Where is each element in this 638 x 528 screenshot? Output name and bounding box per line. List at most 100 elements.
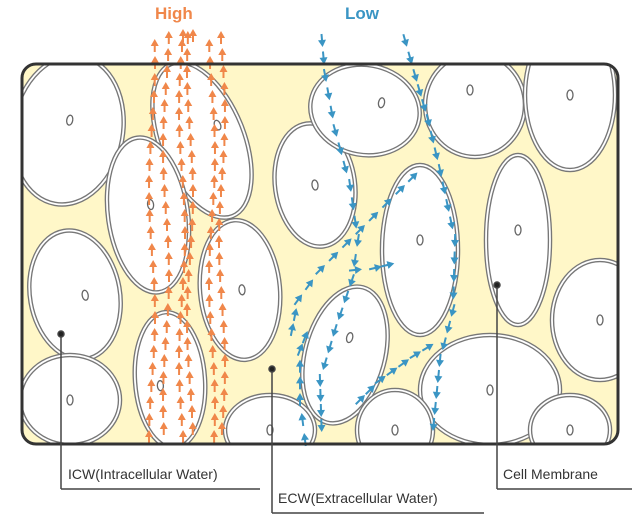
low-frequency-arrow	[331, 323, 339, 337]
high-frequency-arrow	[175, 328, 184, 341]
high-frequency-arrow	[177, 294, 186, 307]
high-frequency-arrow	[150, 328, 159, 341]
high-frequency-arrow	[208, 345, 217, 358]
cell	[522, 64, 618, 173]
low-frequency-arrow	[315, 265, 325, 275]
high-frequency-arrow	[188, 201, 197, 214]
high-frequency-arrow	[147, 243, 156, 256]
high-frequency-arrow	[145, 430, 154, 443]
low-frequency-arrow	[348, 273, 356, 287]
low-frequency-arrow	[331, 123, 339, 137]
high-frequency-arrow	[145, 175, 154, 188]
high-frequency-arrow	[176, 311, 185, 324]
high-frequency-arrow	[188, 422, 197, 435]
low-frequency-arrow	[296, 359, 304, 373]
high-frequency-arrow	[188, 167, 197, 180]
cell-nucleus	[391, 424, 399, 436]
high-frequency-arrow	[180, 260, 189, 273]
cell	[527, 392, 613, 444]
high-frequency-arrow	[217, 31, 226, 44]
high-frequency-arrow	[164, 252, 173, 265]
high-frequency-arrow	[163, 303, 172, 316]
high-frequency-arrow	[150, 73, 159, 86]
high-frequency-arrow	[159, 371, 168, 384]
low-frequency-arrow	[341, 160, 349, 174]
high-frequency-arrow	[220, 82, 229, 95]
low-frequency-arrow	[409, 351, 422, 359]
low-frequency-arrow	[381, 198, 392, 209]
high-frequency-arrow	[179, 29, 187, 42]
low-frequency-arrow	[355, 225, 365, 235]
high-frequency-arrow	[217, 286, 226, 299]
high-frequency-arrow	[210, 379, 219, 392]
high-frequency-arrow	[164, 48, 173, 61]
high-frequency-arrow	[159, 116, 168, 129]
ecw-dot	[268, 365, 276, 373]
low-frequency-arrow	[439, 181, 448, 195]
high-frequency-arrow	[161, 201, 170, 214]
high-frequency-arrow	[150, 39, 159, 52]
high-frequency-arrow	[159, 388, 168, 401]
high-frequency-arrow	[178, 277, 187, 290]
low-frequency-arrow	[351, 253, 359, 267]
high-frequency-arrow	[163, 65, 172, 78]
high-frequency-arrow	[210, 124, 219, 137]
cell-membrane-label: Cell Membrane	[503, 466, 598, 482]
cell-nucleus	[266, 424, 274, 436]
low-frequency-arrow	[444, 320, 453, 334]
high-frequency-arrow	[149, 260, 158, 273]
high-frequency-arrow	[180, 226, 189, 239]
low-frequency-arrow	[291, 308, 299, 322]
cell-nucleus	[466, 84, 474, 96]
high-frequency-arrow	[215, 235, 224, 248]
low-frequency-arrow	[316, 388, 325, 402]
cell	[222, 392, 318, 444]
high-frequency-arrow	[218, 48, 227, 61]
high-frequency-arrow	[210, 413, 219, 426]
cell	[483, 152, 553, 328]
high-frequency-arrow	[205, 260, 214, 273]
high-frequency-arrow	[206, 226, 215, 239]
cell	[22, 352, 123, 444]
high-frequency-arrow	[220, 354, 229, 367]
high-frequency-arrow	[216, 269, 225, 282]
high-frequency-arrow	[164, 286, 173, 299]
high-frequency-arrow	[160, 354, 169, 367]
high-frequency-arrow	[175, 90, 184, 103]
cell-nucleus	[345, 332, 354, 344]
high-frequency-arrow	[145, 158, 154, 171]
low-frequency-arrow	[296, 376, 304, 390]
high-frequency-arrow	[159, 133, 168, 146]
low-frequency-arrow	[374, 375, 386, 385]
cell	[422, 64, 528, 160]
low-frequency-arrow	[407, 172, 418, 183]
cell-nucleus	[566, 89, 574, 101]
diagram-frame	[20, 62, 620, 446]
high-frequency-arrow	[159, 405, 168, 418]
high-frequency-arrow	[145, 192, 154, 205]
low-frequency-arrow	[449, 303, 457, 317]
high-frequency-arrow	[210, 175, 219, 188]
high-frequency-arrow	[160, 99, 169, 112]
low-frequency-arrow	[419, 98, 428, 112]
low-frequency-arrow	[447, 216, 456, 230]
high-frequency-arrow	[177, 413, 186, 426]
high-frequency-arrow	[146, 396, 155, 409]
high-frequency-arrow	[175, 124, 184, 137]
low-frequency-arrow	[436, 353, 444, 367]
high-frequency-arrow	[164, 235, 173, 248]
low-frequency-arrow	[449, 286, 458, 300]
cell-nucleus	[416, 234, 424, 246]
low-frequency-arrow	[431, 401, 440, 415]
low-frequency-arrow	[355, 395, 365, 405]
low-frequency-arrow	[351, 215, 360, 229]
icw-dot	[57, 330, 65, 338]
high-frequency-arrow	[159, 167, 168, 180]
low-frequency-title: Low	[345, 4, 379, 23]
high-frequency-arrow	[178, 175, 187, 188]
cell-nucleus	[486, 384, 494, 396]
high-frequency-arrow	[219, 405, 228, 418]
high-frequency-arrow	[183, 303, 192, 316]
low-frequency-arrow	[293, 294, 303, 306]
high-frequency-arrow	[150, 311, 159, 324]
